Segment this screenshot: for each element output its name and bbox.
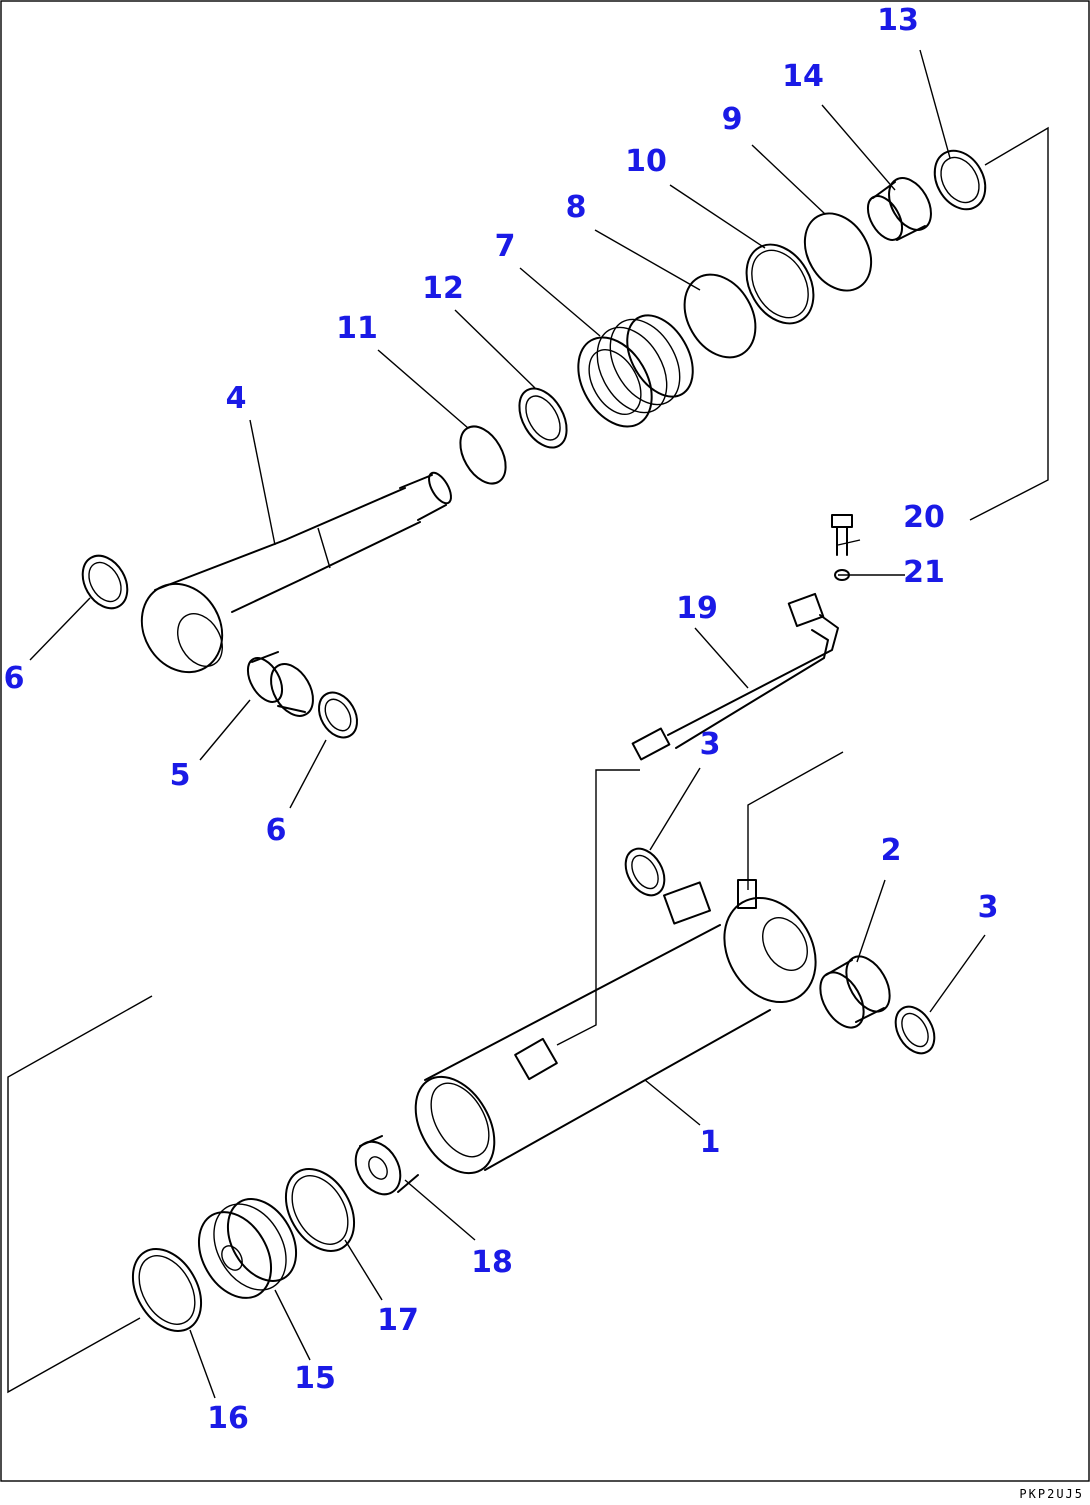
callout-21: 21 — [903, 555, 945, 590]
callout-8: 8 — [566, 190, 587, 225]
part-3-seal-upper — [624, 847, 666, 897]
callout-2: 2 — [881, 833, 902, 868]
drawing-code: PKP2UJ5 — [1019, 1487, 1084, 1501]
callout-4: 4 — [226, 381, 247, 416]
callout-18: 18 — [471, 1245, 513, 1280]
part-5-bushing — [246, 651, 314, 717]
callout-17: 17 — [377, 1303, 419, 1338]
callout-10: 10 — [625, 144, 667, 179]
part-2-bushing — [819, 955, 891, 1029]
callout-16: 16 — [207, 1401, 249, 1436]
part-15-piston — [197, 1198, 298, 1299]
callout-3-lower: 3 — [978, 890, 999, 925]
part-16-seal — [131, 1248, 203, 1332]
part-21-washer — [834, 569, 850, 581]
callout-6-upper: 6 — [4, 661, 25, 696]
part-6-dust-seal-lower — [318, 691, 358, 739]
callout-5: 5 — [170, 758, 191, 793]
part-18-nut — [354, 1135, 419, 1196]
callout-9: 9 — [722, 102, 743, 137]
callout-7: 7 — [495, 229, 516, 264]
callout-11: 11 — [336, 311, 378, 346]
part-14-bushing — [866, 177, 932, 241]
assembly-guide-lines — [7, 126, 1049, 1394]
callout-1: 1 — [700, 1125, 721, 1160]
callout-19: 19 — [676, 591, 718, 626]
part-9-o-ring — [803, 212, 873, 292]
callout-3-upper: 3 — [700, 727, 721, 762]
part-17-ring — [284, 1168, 356, 1252]
part-7-cylinder-head — [577, 314, 694, 428]
part-19-tube — [631, 592, 839, 761]
part-20-bolt — [831, 514, 853, 556]
part-12-seal — [518, 387, 568, 449]
callout-20: 20 — [903, 500, 945, 535]
part-4-piston-rod — [140, 471, 452, 674]
callout-13: 13 — [877, 3, 919, 38]
leader-lines — [29, 49, 986, 1399]
callout-14: 14 — [782, 59, 824, 94]
part-13-ring — [933, 149, 987, 211]
part-10-backup-ring — [745, 243, 815, 325]
part-11-snap-ring — [459, 425, 507, 485]
callout-12: 12 — [422, 271, 464, 306]
part-6-dust-seal-upper — [81, 554, 129, 610]
callout-6-lower: 6 — [266, 813, 287, 848]
callout-15: 15 — [294, 1361, 336, 1396]
part-8-o-ring — [683, 273, 757, 359]
part-1-cylinder-tube — [414, 879, 817, 1175]
part-3-seal-lower — [894, 1005, 936, 1055]
callout-labels: 13 14 9 10 8 7 12 11 4 6 5 6 20 21 19 3 … — [4, 3, 999, 1436]
